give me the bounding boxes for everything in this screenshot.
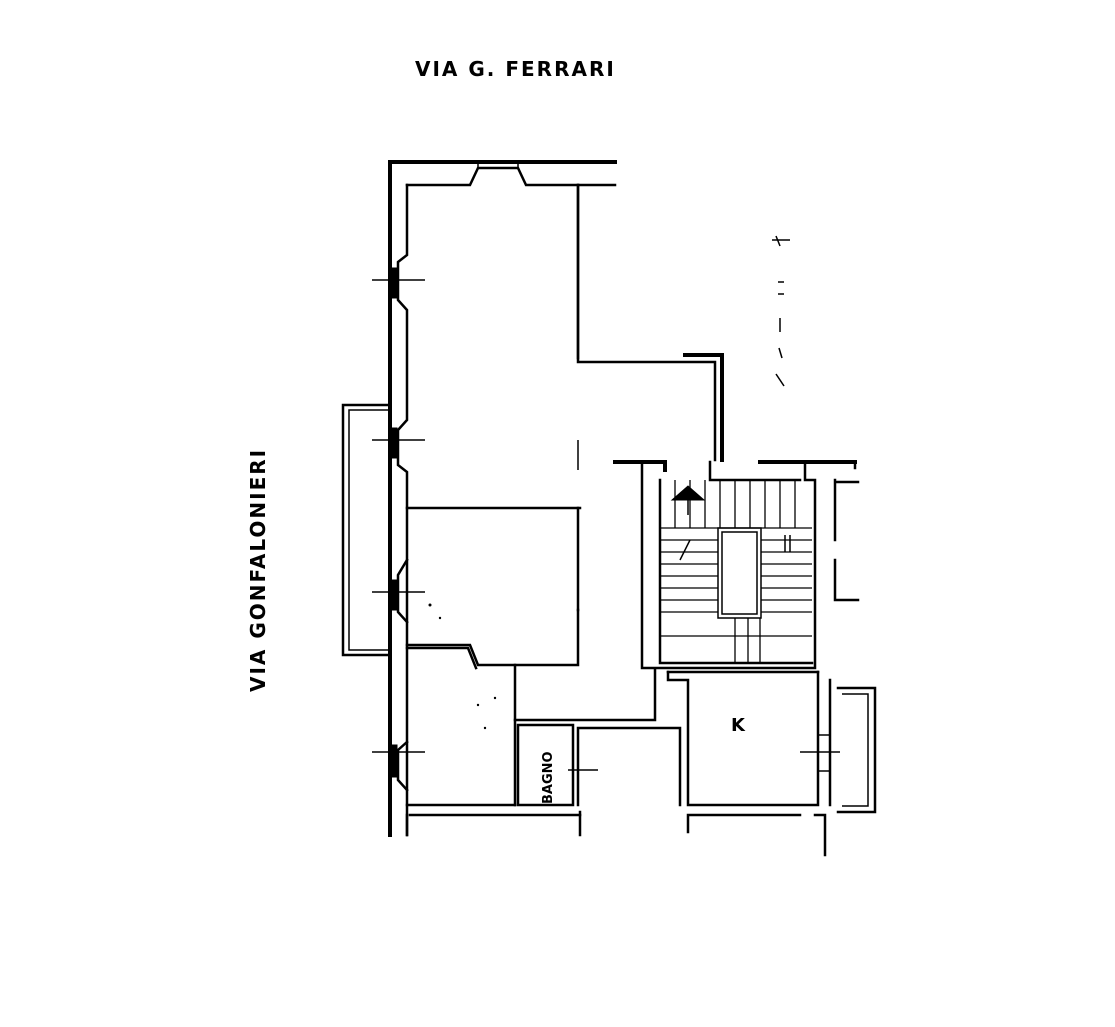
room-label-kitchen: K — [731, 715, 746, 736]
speckles — [428, 603, 497, 730]
stairwell — [613, 460, 817, 670]
courtyard-walls — [576, 183, 724, 470]
stair-arrow-icon — [670, 485, 706, 501]
street-label-left: VIA GONFALONIERI — [246, 448, 270, 692]
west-facade — [372, 160, 425, 837]
east-walls — [758, 460, 877, 814]
street-label-top: VIA G. FERRARI — [415, 57, 616, 81]
north-facade — [388, 160, 617, 187]
west-balcony — [341, 403, 390, 657]
interior-walls — [405, 506, 827, 857]
scribble-marks — [772, 235, 790, 387]
kitchen-room: K — [666, 670, 840, 807]
room-label-bath: BAGNO — [541, 751, 556, 804]
